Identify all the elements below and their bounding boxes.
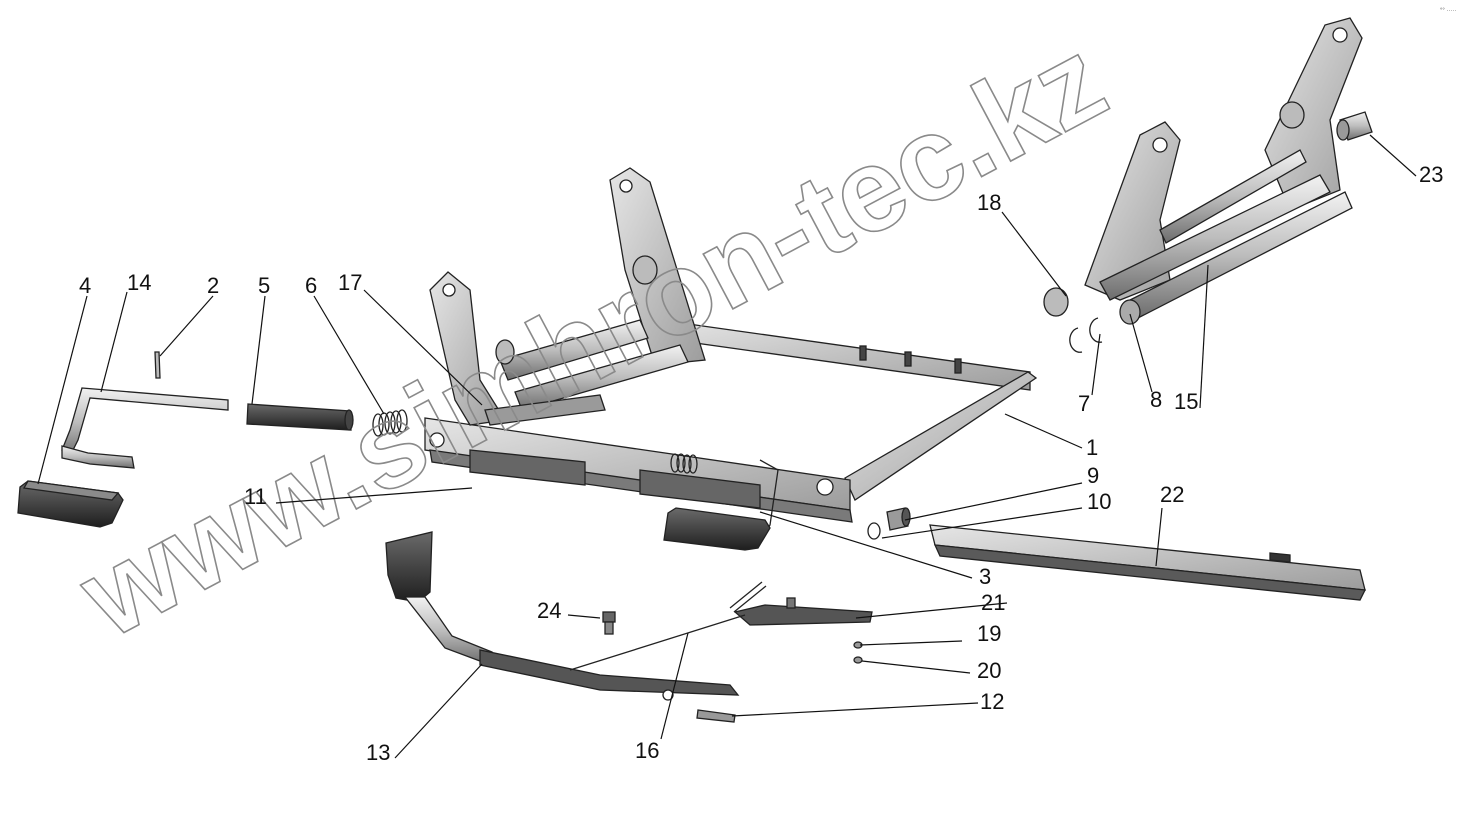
label-7: 7 — [1078, 391, 1090, 416]
part-10-ring — [867, 522, 881, 540]
label-2: 2 — [207, 273, 219, 298]
label-18: 18 — [977, 190, 1001, 215]
label-5: 5 — [258, 273, 270, 298]
label-10: 10 — [1087, 489, 1111, 514]
watermark: www.simhron-tec.kz — [59, 13, 1125, 664]
label-24: 24 — [537, 598, 561, 623]
part-1-main-frame — [424, 167, 1038, 523]
part-12-spring — [696, 709, 736, 723]
part-9-bushing — [886, 507, 911, 531]
part-13-pedal-lever — [385, 531, 740, 701]
label-22: 22 — [1160, 482, 1184, 507]
part-21-tab — [786, 597, 796, 609]
part-2-pin — [154, 351, 161, 379]
label-19: 19 — [977, 621, 1001, 646]
part-21-bracket — [733, 604, 873, 626]
label-8: 8 — [1150, 387, 1162, 412]
part-14-crank-rod — [61, 387, 229, 469]
part-20-nut — [853, 656, 863, 664]
label-4: 4 — [79, 273, 91, 298]
part-16-cable — [569, 614, 746, 671]
corner-mark: °° ····· — [1440, 8, 1456, 14]
label-6: 6 — [305, 273, 317, 298]
part-24-screw — [602, 611, 616, 635]
part-spring-small — [729, 581, 767, 613]
label-12: 12 — [980, 689, 1004, 714]
part-5-tube — [246, 403, 354, 431]
part-6-spring — [372, 409, 408, 437]
leader-lines — [37, 134, 1417, 759]
label-11: 11 — [244, 484, 267, 509]
label-21: 21 — [981, 590, 1005, 615]
label-14: 14 — [127, 270, 151, 295]
label-23: 23 — [1419, 162, 1443, 187]
part-8-axle-end — [1119, 299, 1141, 325]
label-3: 3 — [979, 564, 991, 589]
part-4-handle-grip — [17, 480, 124, 528]
label-13: 13 — [366, 740, 390, 765]
label-9: 9 — [1087, 463, 1099, 488]
part-15-upper-frame — [1084, 17, 1363, 319]
part-7-circlips — [1069, 317, 1103, 353]
part-18-cap — [1043, 287, 1069, 317]
label-17: 17 — [338, 270, 362, 295]
label-1: 1 — [1086, 435, 1098, 460]
part-23-bolt — [1336, 111, 1373, 141]
label-20: 20 — [977, 658, 1001, 683]
part-22-slide-rail — [929, 524, 1367, 601]
part-labels: 4 14 2 5 6 17 11 3 1 9 10 22 18 7 8 15 2… — [79, 162, 1443, 765]
part-3-lever — [663, 459, 779, 551]
label-16: 16 — [635, 738, 659, 763]
label-15: 15 — [1174, 389, 1198, 414]
